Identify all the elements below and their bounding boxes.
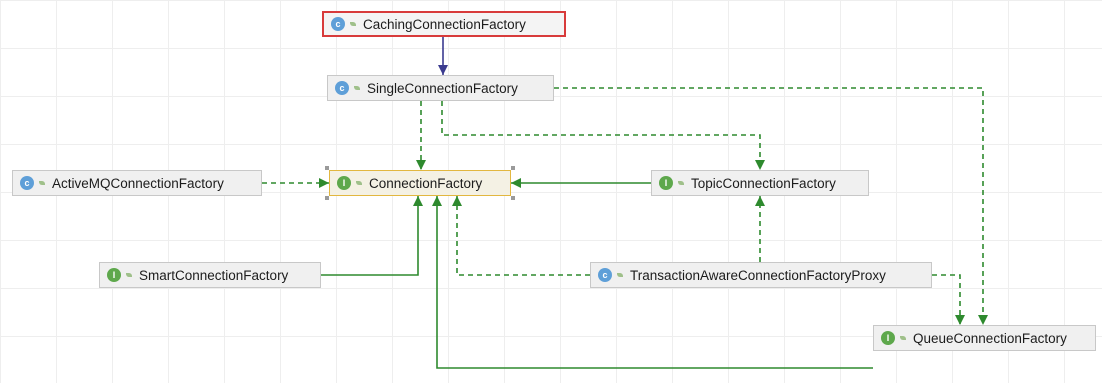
edge-single-to-topic[interactable] <box>441 101 761 170</box>
edge-smart-to-connection[interactable] <box>321 196 419 276</box>
edge-txproxy-to-queue[interactable] <box>932 274 961 325</box>
selection-handle[interactable] <box>511 196 515 200</box>
leaf-icon <box>617 273 623 277</box>
edge-txproxy-to-connection[interactable] <box>456 196 590 276</box>
class-icon: c <box>335 81 349 95</box>
node-connection-factory[interactable]: I ConnectionFactory <box>329 170 511 196</box>
class-icon: c <box>331 17 345 31</box>
interface-icon: I <box>107 268 121 282</box>
leaf-icon <box>354 86 360 90</box>
edge-arrowhead <box>452 196 462 206</box>
node-label: TopicConnectionFactory <box>691 175 836 191</box>
node-activemq-connection-factory[interactable]: c ActiveMQConnectionFactory <box>12 170 262 196</box>
edge-arrowhead <box>511 178 521 188</box>
edge-arrowhead <box>755 160 765 170</box>
edge-arrowhead <box>955 315 965 325</box>
node-label: CachingConnectionFactory <box>363 16 526 32</box>
interface-icon: I <box>881 331 895 345</box>
edge-queue-to-connection[interactable] <box>436 196 873 369</box>
class-icon: c <box>598 268 612 282</box>
leaf-icon <box>900 336 906 340</box>
node-label: SingleConnectionFactory <box>367 80 518 96</box>
node-label: SmartConnectionFactory <box>139 267 289 283</box>
selection-handle[interactable] <box>325 196 329 200</box>
selection-handle[interactable] <box>511 166 515 170</box>
edge-arrowhead <box>978 315 988 325</box>
interface-icon: I <box>337 176 351 190</box>
leaf-icon <box>356 181 362 185</box>
node-label: ActiveMQConnectionFactory <box>52 175 224 191</box>
node-single-connection-factory[interactable]: c SingleConnectionFactory <box>327 75 554 101</box>
edge-arrowhead <box>755 196 765 206</box>
node-label: TransactionAwareConnectionFactoryProxy <box>630 267 886 283</box>
leaf-icon <box>126 273 132 277</box>
edge-arrowhead <box>432 196 442 206</box>
node-smart-connection-factory[interactable]: I SmartConnectionFactory <box>99 262 321 288</box>
node-label: QueueConnectionFactory <box>913 330 1067 346</box>
node-caching-connection-factory[interactable]: c CachingConnectionFactory <box>322 11 566 37</box>
edge-arrowhead <box>413 196 423 206</box>
node-queue-connection-factory[interactable]: I QueueConnectionFactory <box>873 325 1096 351</box>
leaf-icon <box>350 22 356 26</box>
node-transaction-aware-connection-factory-proxy[interactable]: c TransactionAwareConnectionFactoryProxy <box>590 262 932 288</box>
edge-arrowhead <box>319 178 329 188</box>
interface-icon: I <box>659 176 673 190</box>
node-topic-connection-factory[interactable]: I TopicConnectionFactory <box>651 170 869 196</box>
node-label: ConnectionFactory <box>369 175 483 191</box>
selection-handle[interactable] <box>325 166 329 170</box>
edge-arrowhead <box>438 65 448 75</box>
leaf-icon <box>678 181 684 185</box>
class-icon: c <box>20 176 34 190</box>
edge-single-to-queue[interactable] <box>554 87 984 325</box>
leaf-icon <box>39 181 45 185</box>
edge-arrowhead <box>416 160 426 170</box>
